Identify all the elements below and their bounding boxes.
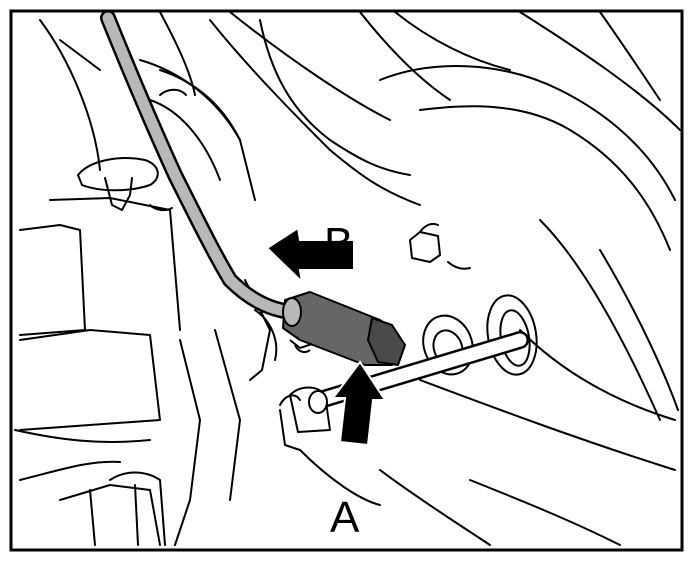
arrow-b: [265, 226, 355, 285]
callout-label-a: A: [330, 493, 360, 542]
sensor-connector: [282, 291, 406, 366]
sensor-cable: [100, 10, 300, 320]
background-linework: [14, 11, 681, 546]
illustration-frame: [9, 9, 684, 552]
callout-label-b: B: [324, 219, 353, 268]
arrow-a: [331, 360, 387, 447]
